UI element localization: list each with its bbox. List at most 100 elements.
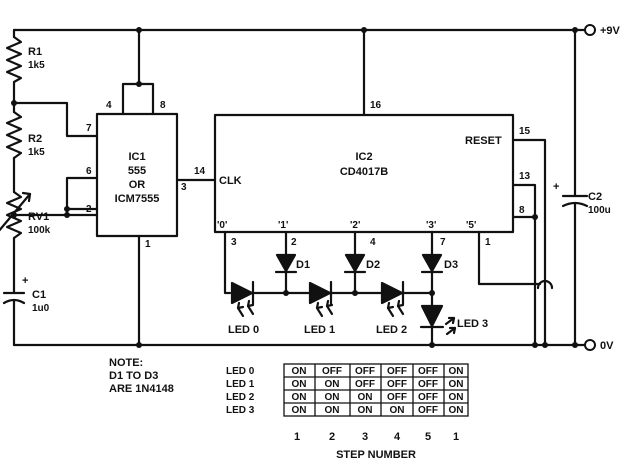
d1-diode — [274, 253, 298, 295]
c1-capacitor — [2, 276, 26, 347]
ic1-pin-2: 2 — [86, 204, 92, 215]
ic1-pin-1: 1 — [145, 239, 151, 250]
junction-dots — [11, 27, 578, 348]
table-cell: ON — [390, 405, 405, 416]
ic2-pin-15: 15 — [519, 126, 531, 137]
d3-diode — [420, 253, 444, 308]
table-row-label-led-3: LED 3 — [226, 405, 255, 416]
led-2-label: LED 2 — [376, 324, 407, 336]
note-line-2: D1 TO D3 — [109, 370, 158, 382]
table-cell: ON — [325, 392, 340, 403]
r1-resistor — [5, 28, 23, 105]
c2-value: 100u — [588, 205, 611, 216]
ic1-body — [95, 112, 179, 238]
ground-terminal — [584, 339, 596, 351]
table-row-label-led-0: LED 0 — [226, 366, 255, 377]
step-number: 1 — [294, 431, 300, 443]
table-cell: OFF — [387, 392, 407, 403]
d1-label: D1 — [296, 259, 310, 271]
table-cell: ON — [449, 366, 464, 377]
ic2-output-1: '1' — [278, 220, 288, 231]
c2-capacitor — [561, 28, 589, 347]
ic2-clk-label: CLK — [219, 175, 242, 187]
led-1 — [308, 280, 384, 318]
led-2 — [380, 280, 434, 318]
table-cell: ON — [449, 392, 464, 403]
table-row-label-led-2: LED 2 — [226, 392, 255, 403]
ic2-reset-label: RESET — [465, 135, 502, 147]
r1-ref: R1 — [28, 46, 42, 58]
rv1-ref: RV1 — [28, 211, 49, 223]
table-cell: OFF — [418, 405, 438, 416]
r2-resistor — [5, 101, 23, 182]
c1-ref: C1 — [32, 289, 46, 301]
table-cell: OFF — [355, 379, 375, 390]
d3-label: D3 — [444, 259, 458, 271]
ic2-output-3: '3' — [426, 220, 436, 231]
table-cell: OFF — [355, 366, 375, 377]
ic2-pin-4: 4 — [370, 237, 376, 248]
ic1-pin-3: 3 — [181, 182, 187, 193]
r1-value: 1k5 — [28, 60, 45, 71]
d2-diode — [343, 253, 367, 295]
table-cell: OFF — [322, 366, 342, 377]
step-number: 1 — [453, 431, 459, 443]
ic2-pin-3: 3 — [231, 237, 237, 248]
led-0 — [230, 280, 312, 318]
c2-polarity: + — [553, 181, 559, 193]
led-1-label: LED 1 — [304, 324, 335, 336]
table-cell: ON — [292, 366, 307, 377]
table-cell: ON — [292, 392, 307, 403]
ic2-pin-14: 14 — [194, 166, 206, 177]
ic2-pin-16: 16 — [370, 100, 382, 111]
step-number: 2 — [329, 431, 335, 443]
c1-polarity: + — [22, 275, 28, 287]
c2-ref: C2 — [588, 191, 602, 203]
ic1-pin-6: 6 — [86, 166, 92, 177]
table-cell: OFF — [418, 366, 438, 377]
ic1-ref: IC1 — [128, 151, 145, 163]
ic2-ref: IC2 — [355, 151, 372, 163]
rail-ground-label: 0V — [600, 340, 614, 352]
rail-positive-label: +9V — [600, 25, 621, 37]
table-row-label-led-1: LED 1 — [226, 379, 255, 390]
ic1-part: 555 — [128, 165, 146, 177]
rv1-value: 100k — [28, 225, 51, 236]
step-number: 5 — [425, 431, 431, 443]
led-3 — [419, 304, 457, 347]
table-cell: ON — [292, 379, 307, 390]
c1-value: 1u0 — [32, 303, 50, 314]
table-cell: OFF — [387, 366, 407, 377]
note-heading: NOTE: — [109, 357, 143, 369]
step-number: 4 — [394, 431, 401, 443]
ic1-alt-part: ICM7555 — [115, 193, 160, 205]
table-cell: ON — [325, 379, 340, 390]
ic2-pin-1: 1 — [485, 237, 491, 248]
positive-terminal — [584, 24, 596, 36]
step-number: 3 — [362, 431, 368, 443]
ic2-pin-13: 13 — [519, 171, 531, 182]
ic2-pin-2: 2 — [291, 237, 297, 248]
ic1-pin-7: 7 — [86, 123, 92, 134]
rv1-potentiometer — [0, 178, 99, 280]
sequence-table: LED 0 LED 1 LED 2 LED 3 ON OFF OFF OFF O… — [226, 363, 469, 461]
r2-ref: R2 — [28, 133, 42, 145]
ic2-output-2: '2' — [350, 220, 360, 231]
table-cell: ON — [358, 392, 373, 403]
r2-value: 1k5 — [28, 147, 45, 158]
table-cell: ON — [449, 379, 464, 390]
table-cell: ON — [358, 405, 373, 416]
ic2-output-0: '0' — [217, 220, 227, 231]
ic2-pin-8: 8 — [519, 205, 525, 216]
table-cell: OFF — [418, 379, 438, 390]
ic2-part: CD4017B — [340, 166, 388, 178]
note-line-3: ARE 1N4148 — [109, 383, 174, 395]
step-number-heading: STEP NUMBER — [336, 449, 416, 461]
table-cell: OFF — [387, 379, 407, 390]
ic2-output-5: '5' — [466, 220, 476, 231]
ic1-pin-4: 4 — [106, 100, 112, 111]
ic2-pin-7: 7 — [440, 237, 446, 248]
table-cell: ON — [292, 405, 307, 416]
ic1-pin-8: 8 — [160, 100, 166, 111]
